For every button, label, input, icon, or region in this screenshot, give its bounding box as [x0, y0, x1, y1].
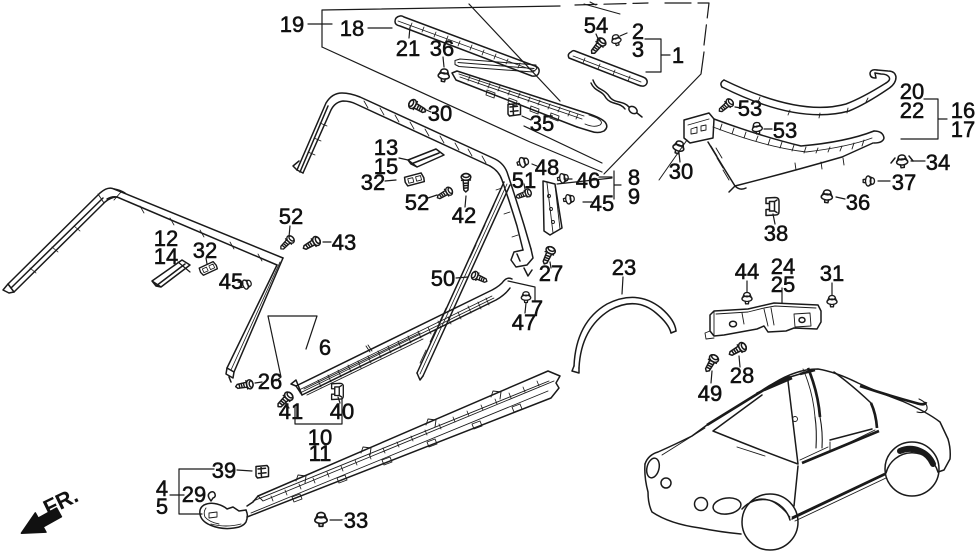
svg-text:30: 30: [669, 159, 693, 184]
svg-text:25: 25: [771, 272, 795, 297]
svg-text:22: 22: [900, 98, 924, 123]
svg-text:38: 38: [764, 221, 788, 246]
svg-text:19: 19: [280, 12, 304, 37]
svg-text:42: 42: [452, 203, 476, 228]
svg-text:10: 10: [308, 425, 332, 450]
svg-text:3: 3: [632, 37, 644, 62]
svg-text:29: 29: [182, 482, 206, 507]
svg-text:33: 33: [344, 508, 368, 533]
svg-text:37: 37: [892, 170, 916, 195]
svg-text:50: 50: [431, 266, 455, 291]
svg-text:47: 47: [512, 310, 536, 335]
svg-text:53: 53: [773, 118, 797, 143]
svg-text:26: 26: [258, 369, 282, 394]
svg-text:44: 44: [735, 259, 759, 284]
svg-text:1: 1: [672, 43, 684, 68]
svg-text:20: 20: [900, 79, 924, 104]
svg-text:4: 4: [156, 476, 168, 501]
svg-text:39: 39: [212, 458, 236, 483]
svg-text:5: 5: [156, 494, 168, 519]
svg-text:52: 52: [405, 190, 429, 215]
svg-text:45: 45: [219, 269, 243, 294]
svg-text:8: 8: [628, 165, 640, 190]
svg-text:36: 36: [430, 36, 454, 61]
svg-text:23: 23: [612, 255, 636, 280]
svg-text:35: 35: [530, 111, 554, 136]
svg-text:9: 9: [628, 184, 640, 209]
svg-text:11: 11: [309, 441, 332, 466]
svg-text:34: 34: [926, 150, 950, 175]
svg-text:51: 51: [512, 168, 536, 193]
svg-text:28: 28: [730, 363, 754, 388]
svg-text:17: 17: [951, 117, 975, 142]
svg-text:21: 21: [396, 36, 420, 61]
svg-text:24: 24: [771, 254, 795, 279]
svg-text:45: 45: [590, 191, 614, 216]
svg-text:13: 13: [374, 135, 398, 160]
svg-text:48: 48: [535, 155, 559, 180]
svg-text:12: 12: [154, 226, 178, 251]
svg-text:36: 36: [846, 190, 870, 215]
svg-text:6: 6: [319, 335, 331, 360]
svg-text:46: 46: [576, 168, 600, 193]
svg-text:32: 32: [193, 238, 217, 263]
svg-text:32: 32: [361, 170, 385, 195]
svg-text:18: 18: [340, 16, 364, 41]
svg-text:16: 16: [951, 98, 975, 123]
svg-text:30: 30: [428, 101, 452, 126]
svg-text:52: 52: [279, 204, 303, 229]
svg-text:43: 43: [332, 230, 356, 255]
svg-text:15: 15: [374, 154, 398, 179]
svg-text:54: 54: [584, 13, 608, 38]
svg-text:49: 49: [698, 381, 722, 406]
svg-text:7: 7: [531, 296, 543, 321]
svg-text:31: 31: [820, 261, 844, 286]
svg-text:41: 41: [279, 399, 303, 424]
svg-text:2: 2: [632, 19, 644, 44]
